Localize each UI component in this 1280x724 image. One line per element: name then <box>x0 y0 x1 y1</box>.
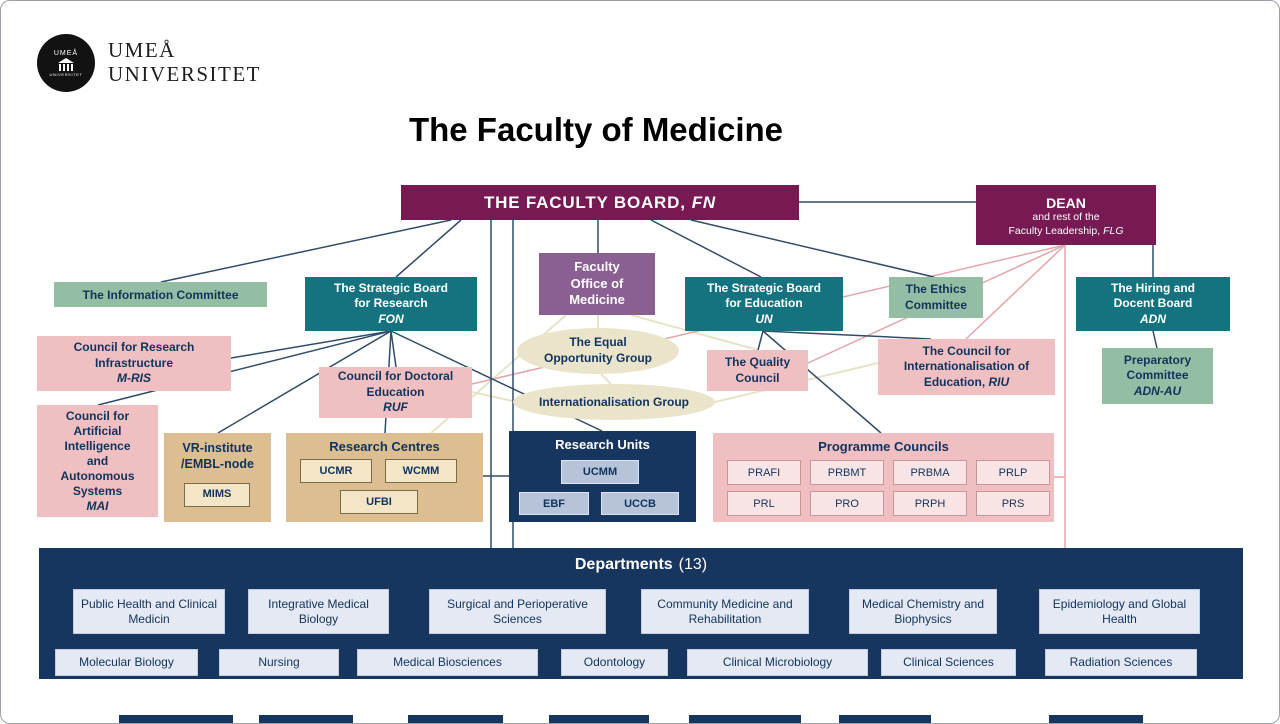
dean-title: DEAN <box>1046 194 1086 211</box>
ucmr-chip: UCMR <box>300 459 372 483</box>
internationalisation-group-label: Internationalisation Group <box>538 395 689 409</box>
cutoff-box <box>259 715 353 723</box>
hiring-docent-board-label: The Hiring and Docent Board <box>1111 280 1195 311</box>
department-item: Integrative Medical Biology <box>248 589 389 634</box>
programme-councils-title: Programme Councils <box>818 439 949 454</box>
departments-count: (13) <box>678 556 708 573</box>
ebf-chip: EBF <box>519 492 589 515</box>
council-research-infrastructure-label: Council for Research Infrastructure <box>73 340 195 370</box>
seal-building-icon <box>58 57 74 71</box>
programme-councils-box: Programme Councils PRAFI PRBMT PRBMA PRL… <box>713 433 1054 522</box>
prph-chip: PRPH <box>893 491 967 516</box>
quality-council-label: The Quality Council <box>724 354 791 385</box>
strategic-board-research-box: The Strategic Board for Research FON <box>305 277 477 331</box>
prlp-chip: PRLP <box>976 460 1050 485</box>
strategic-board-research-abbr: FON <box>378 311 404 326</box>
ethics-committee-label: The Ethics Committee <box>904 281 967 312</box>
equal-opportunity-group-ellipse: The Equal Opportunity Group <box>517 328 679 374</box>
prbmt-chip: PRBMT <box>810 460 884 485</box>
departments-title-text: Departments <box>574 556 673 573</box>
research-centres-box: Research Centres UCMR WCMM UFBI <box>286 433 483 522</box>
university-wordmark: UMEÅ UNIVERSITET <box>108 39 261 86</box>
seal-top-text: UMEÅ <box>53 49 79 57</box>
council-doctoral-education-box: Council for Doctoral Education RUF <box>319 367 472 418</box>
dean-subtitle: and rest of the Faculty Leadership, FLG <box>1008 210 1124 237</box>
council-ai-abbr: MAI <box>86 498 109 513</box>
faculty-board-label: THE FACULTY BOARD, <box>484 192 686 212</box>
preparatory-committee-label: Preparatory Committee <box>1123 352 1192 383</box>
faculty-board-box: THE FACULTY BOARD, FN <box>401 185 799 220</box>
council-internationalisation-education-label: The Council for Internationalisation of … <box>903 343 1030 389</box>
department-item: Public Health and Clinical Medicin <box>73 589 225 634</box>
council-internationalisation-education-box: The Council for Internationalisation of … <box>878 339 1055 395</box>
council-research-infrastructure-box: Council for Research Infrastructure M-RI… <box>37 336 231 391</box>
uccb-chip: UCCB <box>601 492 679 515</box>
equal-opportunity-group-label: The Equal Opportunity Group <box>544 335 652 365</box>
preparatory-committee-abbr: ADN-AU <box>1133 383 1182 398</box>
strategic-board-education-abbr: UN <box>755 311 773 326</box>
dean-box: DEAN and rest of the Faculty Leadership,… <box>976 185 1156 245</box>
mims-chip: MIMS <box>184 483 250 507</box>
strategic-board-education-box: The Strategic Board for Education UN <box>685 277 843 331</box>
prbma-chip: PRBMA <box>893 460 967 485</box>
vr-institute-box: VR-institute /EMBL-node MIMS <box>164 433 271 522</box>
faculty-office-box: Faculty Office of Medicine <box>539 253 655 315</box>
internationalisation-group-ellipse: Internationalisation Group <box>513 384 715 420</box>
prl-chip: PRL <box>727 491 801 516</box>
ucmm-chip: UCMM <box>561 460 639 484</box>
ethics-committee-box: The Ethics Committee <box>889 277 983 318</box>
research-centres-title: Research Centres <box>329 439 440 454</box>
strategic-board-research-label: The Strategic Board for Research <box>333 280 449 311</box>
research-units-box: Research Units UCMM EBF UCCB <box>509 431 696 522</box>
wordmark-line1: UMEÅ <box>108 38 176 63</box>
departments-title: Departments (13) <box>575 556 707 574</box>
vr-institute-label: VR-institute /EMBL-node <box>181 441 254 471</box>
council-ai-label: Council for Artificial Intelligence and … <box>60 408 135 498</box>
department-item: Medical Chemistry and Biophysics <box>849 589 997 634</box>
cutoff-box <box>408 715 503 723</box>
cutoff-box <box>839 715 931 723</box>
council-ai-box: Council for Artificial Intelligence and … <box>37 405 158 517</box>
wordmark-line2: UNIVERSITET <box>108 62 261 86</box>
council-research-infrastructure-abbr: M-RIS <box>117 371 151 386</box>
ufbi-chip: UFBI <box>340 490 418 514</box>
prs-chip: PRS <box>976 491 1050 516</box>
seal-bottom-text: UNIVERSITET <box>49 71 83 77</box>
faculty-board-abbr: FN <box>691 192 716 212</box>
hiring-docent-board-abbr: ADN <box>1140 311 1166 326</box>
cutoff-box <box>1049 715 1143 723</box>
prafi-chip: PRAFI <box>727 460 801 485</box>
university-seal-icon: UMEÅ UNIVERSITET <box>37 34 95 92</box>
department-item: Community Medicine and Rehabilitation <box>641 589 809 634</box>
departments-box: Departments (13) Public Health and Clini… <box>39 548 1243 679</box>
department-item: Medical Biosciences <box>357 649 538 676</box>
faculty-office-label: Faculty Office of Medicine <box>569 258 625 308</box>
cutoff-box <box>689 715 801 723</box>
council-doctoral-education-label: Council for Doctoral Education <box>337 369 454 399</box>
cutoff-box <box>119 715 233 723</box>
strategic-board-education-label: The Strategic Board for Education <box>706 280 822 311</box>
department-item: Nursing <box>219 649 339 676</box>
department-item: Clinical Microbiology <box>687 649 868 676</box>
pro-chip: PRO <box>810 491 884 516</box>
wcmm-chip: WCMM <box>385 459 457 483</box>
information-committee-box: The Information Committee <box>54 282 267 307</box>
university-logo: UMEÅ UNIVERSITET UMEÅ UNIVERSITET <box>37 34 261 92</box>
research-units-title: Research Units <box>555 437 650 452</box>
quality-council-box: The Quality Council <box>707 350 808 391</box>
department-item: Molecular Biology <box>55 649 198 676</box>
information-committee-label: The Information Committee <box>82 287 239 302</box>
department-item: Surgical and Perioperative Sciences <box>429 589 606 634</box>
council-doctoral-education-abbr: RUF <box>383 400 408 415</box>
cutoff-box <box>549 715 649 723</box>
department-item: Clinical Sciences <box>881 649 1016 676</box>
hiring-docent-board-box: The Hiring and Docent Board ADN <box>1076 277 1230 331</box>
preparatory-committee-box: Preparatory Committee ADN-AU <box>1102 348 1213 404</box>
page-title: The Faculty of Medicine <box>408 111 784 148</box>
department-item: Radiation Sciences <box>1045 649 1197 676</box>
department-item: Epidemiology and Global Health <box>1039 589 1200 634</box>
department-item: Odontology <box>561 649 668 676</box>
